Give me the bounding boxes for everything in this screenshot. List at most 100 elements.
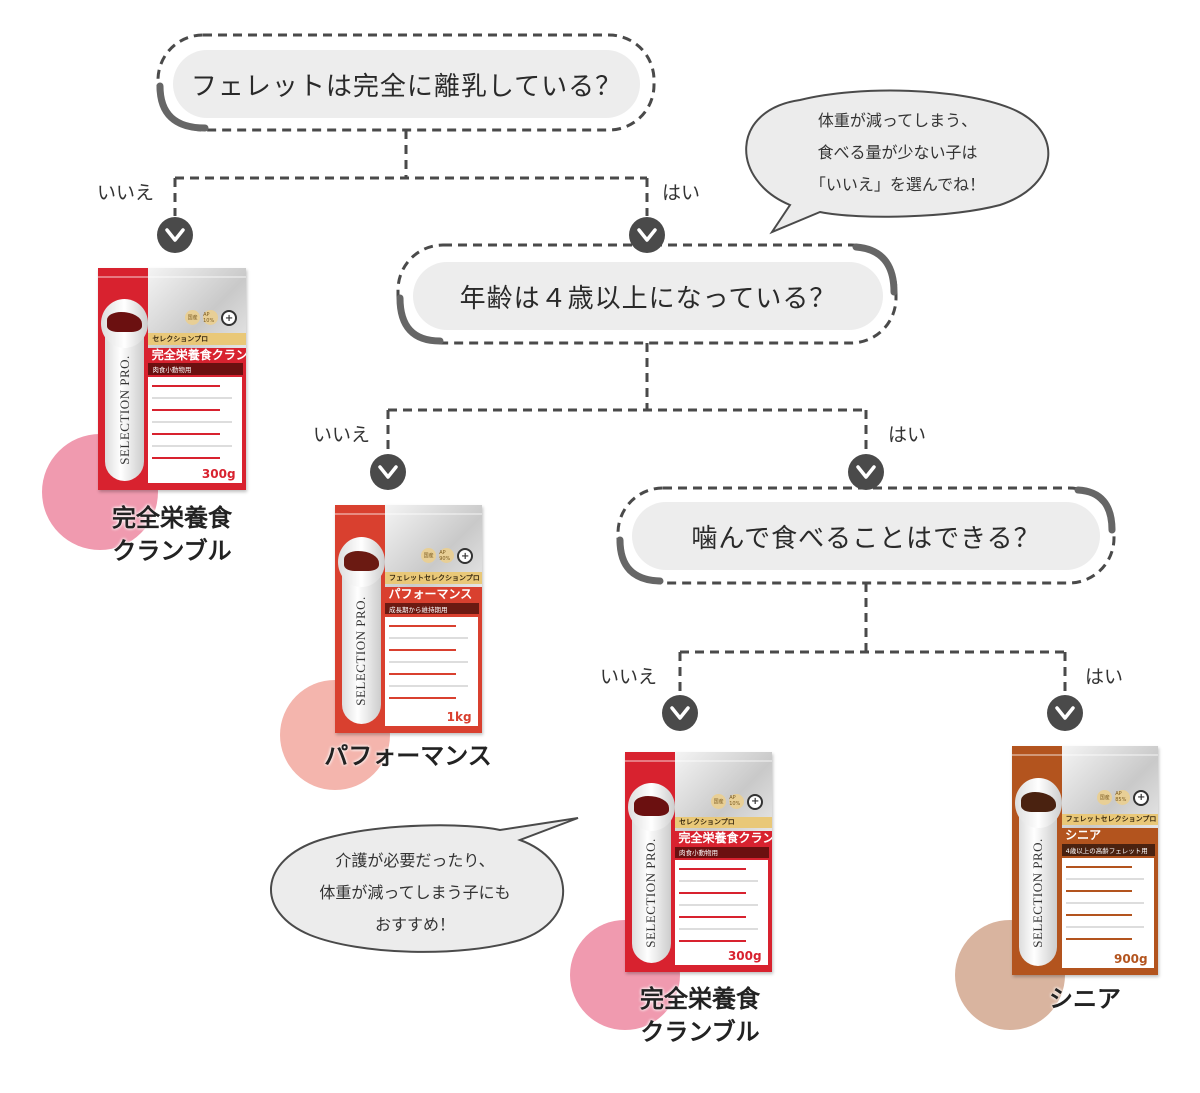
accent-arc (616, 536, 664, 585)
package-seal-line (625, 760, 772, 762)
package-weight: 900g (1113, 952, 1148, 967)
chevron-down-icon (629, 217, 665, 253)
package-text-line (388, 648, 456, 651)
package-text-line (1065, 938, 1132, 941)
bubble-line: 食べる量が少ない子は (817, 143, 978, 162)
answer-no-3: いいえ (600, 666, 658, 688)
package-weight: 300g (201, 467, 236, 482)
package-logo-text: SELECTION PRO. (643, 838, 659, 948)
product-label-line: クランブル (640, 1018, 760, 1046)
accent-arc (156, 82, 209, 132)
package-brand: セレクションプロ (148, 333, 246, 345)
bubble-line: 体重が減ってしまう、 (817, 111, 978, 130)
package-subtitle: 肉食小動物用 (148, 363, 244, 375)
package-text-line (1065, 926, 1144, 929)
ferret-icon (633, 796, 670, 816)
package-text-line (678, 903, 758, 906)
package-text-line (152, 432, 220, 435)
package-info-panel: 900g (1061, 858, 1154, 969)
bubble-line: 「いいえ」を選んでね！ (809, 175, 986, 194)
cross-badge-icon: + (221, 310, 238, 327)
question-2: 年齢は４歳以上になっている？ (413, 262, 883, 330)
package-text-line (678, 867, 746, 870)
connector-2 (386, 343, 868, 454)
cross-badge-icon: + (747, 793, 764, 810)
package-text-line (152, 396, 232, 399)
accent-arc (852, 243, 898, 296)
package-info-panel: 300g (148, 376, 242, 484)
package-info-panel: 1kg (384, 616, 478, 727)
ferret-icon (106, 312, 143, 333)
chevron-down-icon (157, 217, 193, 253)
product-label-line: クランブル (112, 537, 232, 565)
connector-1 (173, 130, 649, 216)
package-text-line (678, 939, 746, 942)
package-product-name: シニア (1065, 828, 1102, 843)
bubble-1-text: 体重が減ってしまう、 食べる量が少ない子は 「いいえ」を選んでね！ (760, 105, 1035, 201)
package-text-line (1065, 914, 1132, 917)
package-text-line (678, 879, 758, 882)
package-text-line (152, 384, 220, 387)
accent-arc (1074, 486, 1116, 534)
answer-no-1: いいえ (97, 182, 155, 204)
package-text-line (152, 408, 220, 411)
answer-yes-3: はい (1085, 666, 1124, 688)
badge-icon: 国産 (421, 548, 437, 564)
product-label: シニア (985, 983, 1185, 1016)
speech-bubble-2 (270, 817, 579, 953)
cross-badge-icon: + (457, 548, 474, 565)
package-brand: セレクションプロ (674, 816, 772, 828)
answer-yes-1: はい (662, 182, 701, 204)
chevron-down-icon (370, 454, 406, 490)
badge-icon: 国産 (711, 793, 727, 809)
package-text-line (1065, 890, 1132, 893)
bubble-line: 体重が減ってしまう子にも (319, 883, 511, 902)
package-text-line (678, 891, 746, 894)
product-label-line: 完全栄養食 (640, 985, 760, 1013)
package-text-line (388, 672, 456, 675)
package-text-line (388, 660, 468, 663)
package-text-line (388, 624, 456, 627)
package-subtitle: 4歳以上の高齢フェレット用 (1061, 844, 1156, 856)
package-weight: 1kg (446, 710, 472, 725)
package-text-line (388, 684, 468, 687)
product-label: 完全栄養食クランブル (600, 983, 800, 1049)
product-label-line: パフォーマンス (324, 742, 492, 770)
package-text-line (1065, 878, 1144, 881)
package-text-line (152, 456, 220, 459)
chevron-down-icon (848, 454, 884, 490)
chevron-down-icon (1047, 695, 1083, 731)
accent-arc (396, 294, 444, 345)
package-product-name: パフォーマンス (388, 586, 473, 601)
package-text-line (1065, 902, 1144, 905)
answer-no-2: いいえ (313, 424, 371, 446)
bubble-2-text: 介護が必要だったり、 体重が減ってしまう子にも おすすめ！ (275, 845, 555, 941)
question-1: フェレットは完全に離乳している？ (173, 50, 640, 118)
package-subtitle: 成長期から維持期用 (384, 603, 480, 615)
ferret-icon (1020, 791, 1056, 813)
badge-icon: AP 10% (729, 793, 745, 809)
answer-yes-2: はい (888, 424, 927, 446)
badge-icon: 国産 (185, 310, 201, 326)
package-logo-text: SELECTION PRO. (353, 596, 369, 706)
bubble-line: 介護が必要だったり、 (335, 851, 495, 870)
product-label: 完全栄養食クランブル (72, 502, 272, 568)
badge-icon: AP 85% (1115, 789, 1131, 805)
badge-icon: 国産 (1097, 789, 1113, 805)
package-text-line (678, 915, 746, 918)
package-logo-text: SELECTION PRO. (1030, 837, 1046, 948)
package-subtitle: 肉食小動物用 (674, 846, 770, 858)
package-text-line (152, 420, 232, 423)
bubble-line: おすすめ！ (374, 915, 455, 934)
package-text-line (388, 696, 456, 699)
connector-3 (678, 583, 1067, 695)
cross-badge-icon: + (1133, 789, 1150, 806)
ferret-icon (343, 550, 380, 572)
package-weight: 300g (727, 949, 762, 964)
